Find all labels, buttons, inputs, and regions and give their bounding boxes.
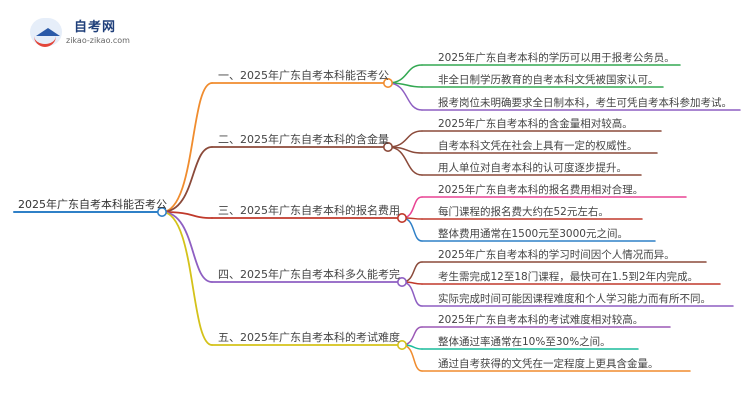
- leaf-label-5-2: 整体通过率通常在10%至30%之间。: [438, 336, 611, 348]
- leaf-label-1-3: 报考岗位未明确要求全日制本科，考生可凭自考本科参加考试。: [438, 97, 732, 109]
- branch-label-4: 四、2025年广东自考本科多久能考完: [218, 268, 400, 281]
- site-logo[interactable]: 自考网 zikao-zikao.com: [30, 14, 140, 50]
- branch-toggle-5[interactable]: [396, 339, 407, 350]
- root-node-label: 2025年广东自考本科能否考公: [18, 198, 167, 211]
- branch-label-5: 五、2025年广东自考本科的考试难度: [218, 331, 400, 344]
- leaf-link-2-3: [387, 146, 423, 176]
- leaf-label-5-3: 通过自考获得的文凭在一定程度上更具含金量。: [438, 358, 659, 370]
- leaf-label-3-2: 每门课程的报名费大约在52元左右。: [438, 206, 609, 218]
- branch-link-4: [161, 211, 213, 283]
- leaf-label-1-2: 非全日制学历教育的自考本科文凭被国家认可。: [438, 74, 659, 86]
- graduation-cap-icon: [30, 18, 62, 47]
- leaf-label-2-1: 2025年广东自考本科的含金量相对较高。: [438, 118, 633, 130]
- branch-label-3: 三、2025年广东自考本科的报名费用: [218, 204, 400, 217]
- branch-label-1: 一、2025年广东自考本科能否考公: [218, 69, 389, 82]
- branch-link-3: [161, 211, 213, 219]
- leaf-link-2-1: [387, 130, 423, 148]
- leaf-label-2-3: 用人单位对自考本科的认可度逐步提升。: [438, 162, 627, 174]
- branch-toggle-2[interactable]: [382, 142, 393, 153]
- leaf-link-1-3: [387, 82, 423, 111]
- branch-link-5: [161, 211, 213, 346]
- leaf-label-3-3: 整体费用通常在1500元至3000元之间。: [438, 228, 628, 240]
- leaf-label-2-2: 自考本科文凭在社会上具有一定的权威性。: [438, 140, 638, 152]
- leaf-label-5-1: 2025年广东自考本科的考试难度相对较高。: [438, 314, 644, 326]
- branch-label-2: 二、2025年广东自考本科的含金量: [218, 133, 389, 146]
- leaf-label-4-3: 实际完成时间可能因课程难度和个人学习能力而有所不同。: [438, 293, 711, 305]
- leaf-label-4-1: 2025年广东自考本科的学习时间因个人情况而异。: [438, 249, 675, 261]
- leaf-label-3-1: 2025年广东自考本科的报名费用相对合理。: [438, 184, 644, 196]
- branch-toggle-3[interactable]: [396, 213, 407, 224]
- root-toggle[interactable]: [157, 207, 168, 218]
- logo-url: zikao-zikao.com: [66, 36, 130, 45]
- branch-toggle-4[interactable]: [396, 276, 407, 287]
- leaf-label-1-1: 2025年广东自考本科的学历可以用于报考公务员。: [438, 52, 675, 64]
- branch-link-2: [161, 146, 213, 213]
- logo-title: 自考网: [74, 20, 117, 35]
- leaf-label-4-2: 考生需完成12至18门课程，最快可在1.5到2年内完成。: [438, 271, 699, 283]
- leaf-link-1-1: [387, 64, 423, 84]
- branch-toggle-1[interactable]: [382, 78, 393, 89]
- branch-link-1: [161, 82, 213, 213]
